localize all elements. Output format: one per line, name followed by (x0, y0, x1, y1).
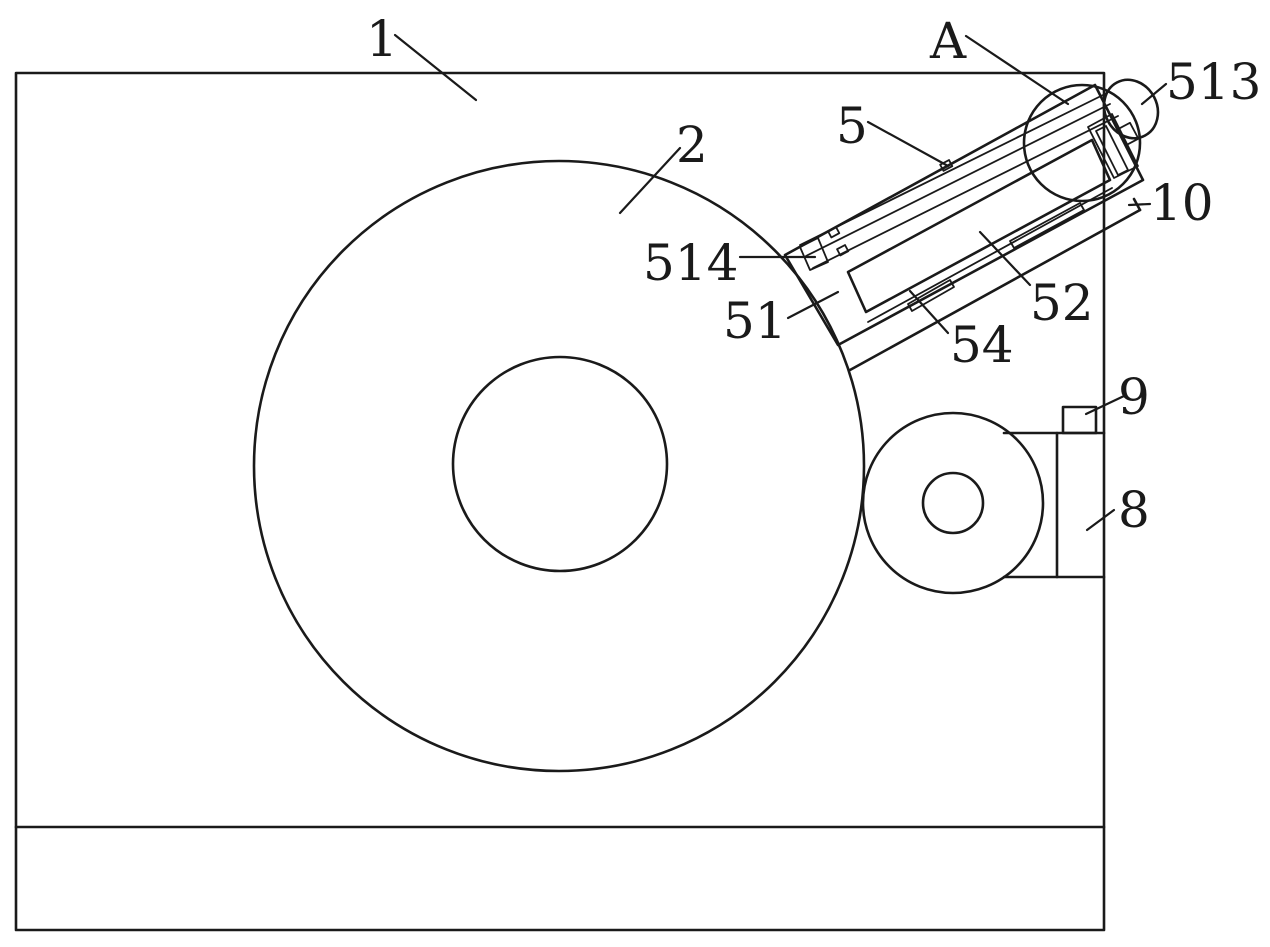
label-9: 9 (1118, 368, 1150, 426)
leader-2 (618, 146, 682, 215)
large-roll-core-circle (451, 355, 669, 573)
guide-plate-part-10-lower (848, 208, 1142, 372)
label-5: 5 (836, 97, 868, 155)
label-54: 54 (950, 316, 1014, 374)
fastener-1 (939, 159, 954, 172)
bar-part-54-slot-2 (1009, 202, 1085, 249)
small-roller-outer-circle (861, 411, 1045, 595)
leader-8 (1085, 508, 1116, 532)
label-1: 1 (366, 10, 398, 68)
upper-rail-line-1 (799, 93, 1106, 246)
leader-51 (786, 290, 840, 320)
handle-ring-part-513 (1102, 78, 1160, 140)
bar-part-54-slot (907, 279, 955, 312)
leader-54 (908, 289, 950, 335)
knob-part-513-base (1116, 121, 1140, 147)
leader-A (964, 34, 1070, 106)
housing-part-51 (783, 83, 1145, 347)
leader-513 (1140, 82, 1168, 106)
leader-5 (866, 120, 950, 168)
end-block-part-514 (799, 237, 829, 271)
detail-circle-A (1022, 83, 1142, 203)
label-8: 8 (1118, 481, 1150, 539)
large-roll-outer-circle (252, 159, 866, 773)
leader-9 (1084, 394, 1126, 416)
inner-window-part-52 (846, 138, 1112, 314)
upper-rail-line-2 (805, 103, 1111, 257)
upper-rail-line-3 (812, 115, 1119, 269)
inclined-mechanism-part-5 (783, 78, 1160, 372)
label-52: 52 (1030, 274, 1094, 332)
large-roll-part-2 (252, 159, 866, 773)
end-cap-block (1087, 113, 1139, 179)
small-roller-assembly (861, 405, 1106, 595)
small-roller-core-circle (921, 471, 985, 535)
leader-lines (393, 33, 1168, 532)
label-2: 2 (676, 116, 708, 174)
leader-1 (393, 33, 478, 102)
label-513: 513 (1166, 53, 1261, 111)
frame-part-1 (14, 71, 1106, 932)
end-cap-inner (1095, 125, 1129, 176)
label-514: 514 (643, 234, 738, 292)
sensor-part-9 (1061, 405, 1098, 435)
bar-part-54 (867, 187, 1113, 323)
labels: 1 2 5 A 513 10 514 51 52 54 9 8 (366, 10, 1261, 539)
leader-52 (978, 230, 1032, 287)
label-10: 10 (1150, 174, 1214, 232)
fastener-3 (836, 244, 850, 257)
leader-10 (1127, 202, 1152, 207)
fastener-2 (827, 226, 841, 239)
label-A: A (929, 12, 967, 70)
label-51: 51 (723, 292, 787, 350)
